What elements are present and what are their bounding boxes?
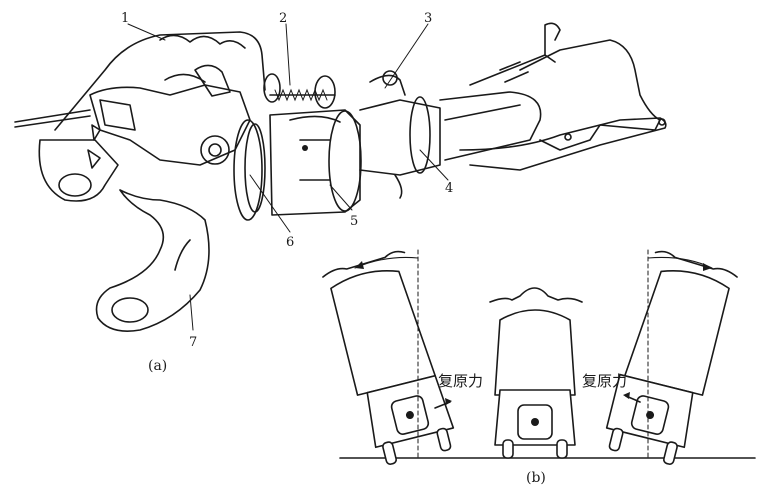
arm-pivot-hole: [111, 297, 149, 323]
upper-housing: [54, 31, 266, 131]
callout-2: 2: [279, 11, 287, 26]
scooter-right: [605, 250, 738, 465]
lower-brace: [459, 117, 667, 171]
handlebar-bracket: [519, 39, 661, 151]
adjuster-nut: [200, 135, 230, 165]
caption-b: (b): [526, 470, 546, 486]
scooter-left: [322, 250, 455, 465]
knuckle-assembly-drawing: [14, 22, 667, 332]
callout-leaders: [127, 23, 449, 331]
collar: [359, 99, 441, 176]
callout-6: 6: [286, 235, 294, 250]
damper-cylinder: [269, 109, 361, 216]
tilt-arc-left: [354, 256, 419, 269]
callout-1: 1: [121, 11, 129, 26]
callout-5: 5: [350, 214, 358, 229]
callout-7: 7: [189, 335, 197, 350]
steering-arm: [95, 189, 210, 332]
callout-3: 3: [424, 11, 432, 26]
restoring-force-label-left: 复原力: [438, 372, 483, 390]
caption-a: (a): [148, 358, 167, 374]
scooter-center: [489, 287, 583, 459]
restoring-force-label-right: 复原力: [582, 372, 627, 390]
carburettor-body: [89, 84, 251, 166]
scooter-diagram: [322, 249, 756, 465]
main-tube: [439, 91, 542, 161]
detent-ring: [233, 119, 263, 221]
callout-4: 4: [445, 181, 453, 196]
left-arm: [38, 139, 119, 202]
callout-numbers: 1 2 3 4 5 6 7: [121, 11, 453, 350]
throttle-cable: [14, 109, 91, 123]
